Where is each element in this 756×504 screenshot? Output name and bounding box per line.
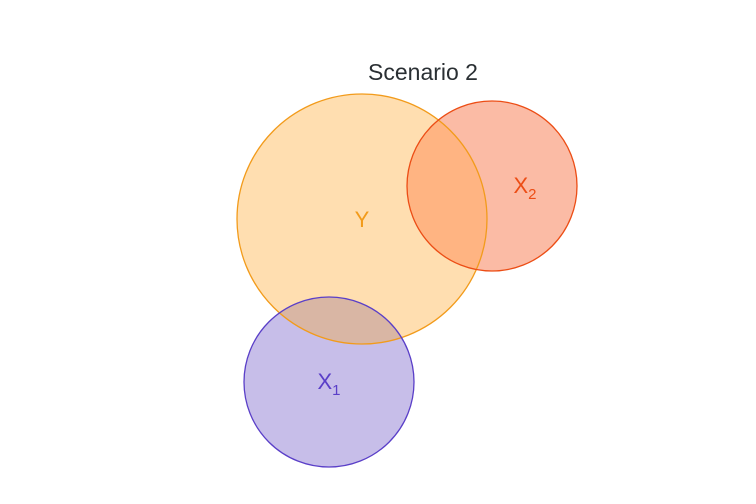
set-x2-outline — [406, 100, 578, 272]
set-y-outline — [236, 93, 488, 345]
set-x1-label: X1 — [317, 369, 340, 399]
overlap-y-x2-region — [407, 101, 487, 271]
set-x2-label: X2 — [513, 173, 536, 203]
set-y-label: Y — [355, 207, 370, 232]
diagram-title: Scenario 2 — [368, 59, 478, 85]
set-x1-outline — [243, 296, 415, 468]
